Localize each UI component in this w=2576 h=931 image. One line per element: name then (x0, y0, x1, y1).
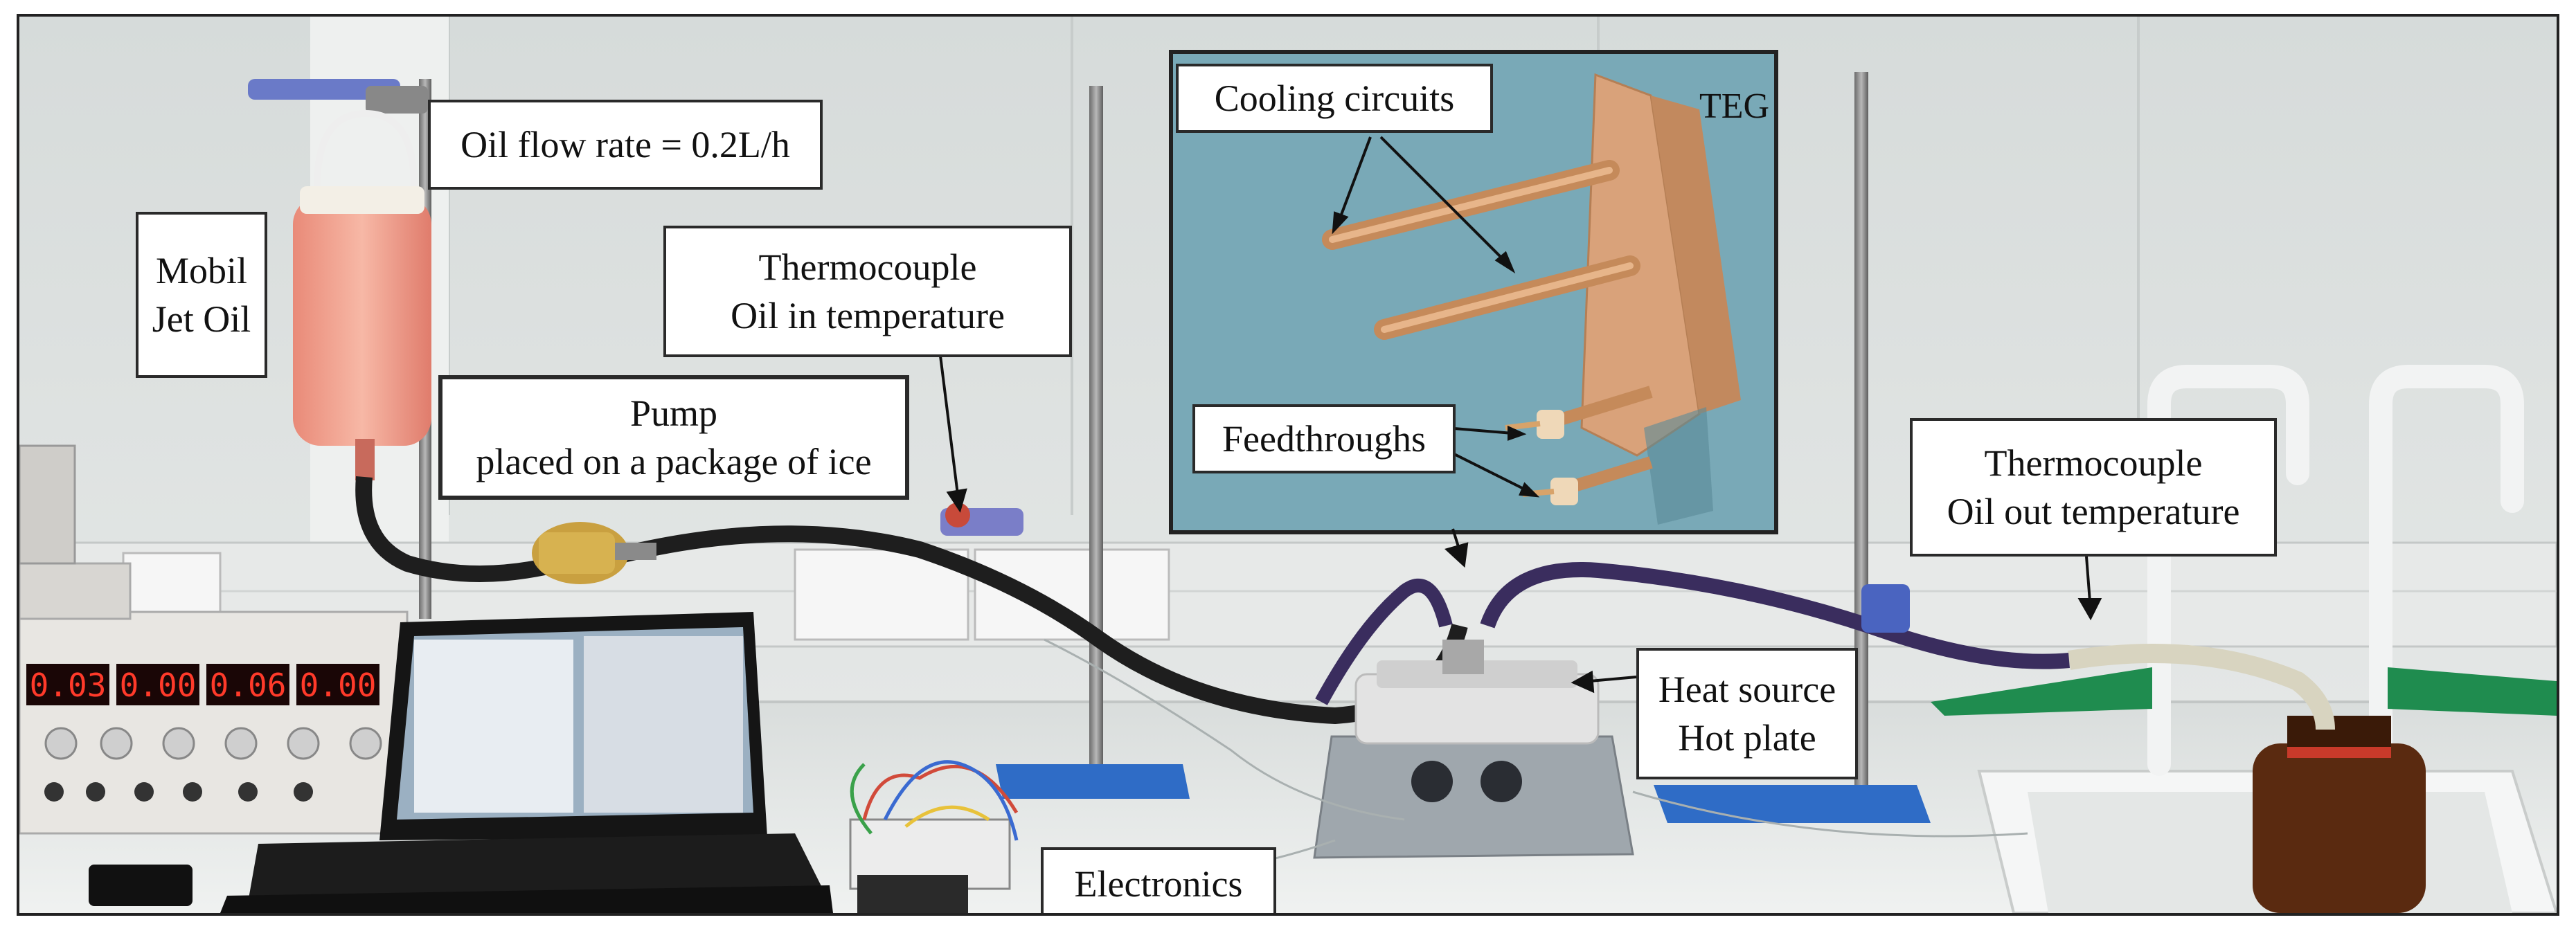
laptop (220, 612, 833, 913)
thermocouple-in-label: Thermocouple Oil in temperature (663, 226, 1072, 357)
oil-hose-inlet (355, 476, 1468, 725)
pump-line1: Pump (629, 392, 718, 434)
feedthroughs-label: Feedthroughs (1192, 404, 1456, 473)
amber-bottle (2253, 716, 2426, 913)
heat-source-label: Heat source Hot plate (1636, 648, 1858, 779)
clamp (248, 79, 428, 114)
photo-frame: 0.03 0.00 0.06 0.00 (17, 14, 2559, 916)
thermocouple-in-line2: Oil in temperature (731, 295, 1005, 336)
thermocouple-in-line1: Thermocouple (758, 246, 977, 288)
lab-faucets (2147, 365, 2524, 776)
ps-display-2a: 0.06 (210, 667, 287, 704)
power-supply: 0.03 0.00 0.06 0.00 (19, 444, 409, 835)
thermocouple-out-line1: Thermocouple (1984, 442, 2203, 484)
feedthroughs-text: Feedthroughs (1222, 418, 1426, 460)
heat-source-line1: Heat source (1658, 669, 1836, 710)
oil-reservoir (293, 109, 431, 480)
oil-hose-outlet (1480, 562, 2070, 669)
feedthrough-pins (1505, 386, 1653, 505)
hot-plate (1313, 640, 1634, 859)
power-brick (89, 865, 193, 906)
mobil-jet-oil-line1: Mobil (155, 250, 248, 291)
electronics-boards (849, 760, 1019, 913)
pump (532, 522, 656, 584)
thermocouple-out-fitting (1861, 584, 1910, 633)
pump-label: Pump placed on a package of ice (438, 375, 909, 500)
mobil-jet-oil-line2: Jet Oil (152, 298, 251, 340)
thermocouple-out-line2: Oil out temperature (1947, 491, 2240, 532)
cooling-circuits-label: Cooling circuits (1176, 64, 1493, 133)
cooling-circuit-tubes (1322, 160, 1640, 340)
electronics-label: Electronics (1041, 847, 1276, 913)
heat-source-line2: Hot plate (1678, 717, 1816, 759)
ps-display-1b: 0.00 (120, 667, 197, 704)
lab-setup-photo: 0.03 0.00 0.06 0.00 (19, 17, 2557, 913)
teg-label: TEG (1699, 87, 1769, 126)
ps-display-2b: 0.00 (300, 667, 377, 704)
teg-inset-photo: TEG Cooling circuits Feedthroughs (1169, 50, 1778, 534)
mobil-jet-oil-label: Mobil Jet Oil (136, 212, 267, 378)
electronics-text: Electronics (1074, 862, 1243, 905)
oil-flow-rate-text: Oil flow rate = 0.2L/h (460, 124, 790, 165)
cooling-circuits-text: Cooling circuits (1214, 78, 1455, 119)
oil-flow-rate-label: Oil flow rate = 0.2L/h (428, 100, 823, 190)
ps-display-1a: 0.03 (30, 667, 107, 704)
pump-line2: placed on a package of ice (476, 441, 872, 482)
thermocouple-out-label: Thermocouple Oil out temperature (1910, 418, 2277, 557)
retort-stand-middle (996, 86, 1190, 799)
